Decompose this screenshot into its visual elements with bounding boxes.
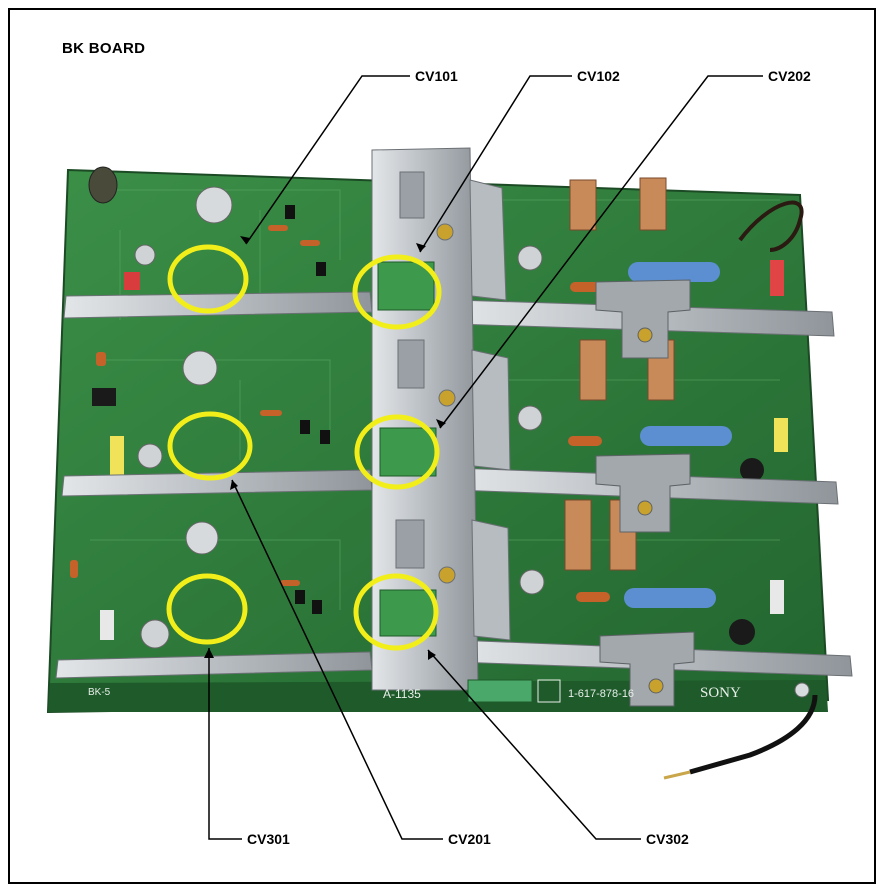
callout-cv202: CV202 bbox=[768, 68, 811, 84]
leader-cv301 bbox=[208, 648, 242, 840]
components-right bbox=[517, 177, 818, 780]
leader-cv201 bbox=[231, 479, 443, 840]
ring-cv202 bbox=[354, 414, 440, 490]
leader-cv101 bbox=[245, 75, 410, 245]
marking-a: A-1135 bbox=[383, 687, 421, 701]
marking-board: BK-5 bbox=[88, 687, 111, 698]
figure-title: BK BOARD bbox=[62, 40, 146, 57]
callout-cv102: CV102 bbox=[577, 68, 620, 84]
ring-cv302 bbox=[353, 573, 439, 651]
callout-cv101: CV101 bbox=[415, 68, 458, 84]
ring-cv201 bbox=[167, 411, 253, 481]
ring-cv301 bbox=[166, 573, 248, 645]
arrowheads bbox=[204, 236, 446, 660]
ring-cv101 bbox=[167, 244, 249, 314]
leader-cv202 bbox=[439, 75, 763, 429]
marking-part-number: 1-617-878-16 bbox=[568, 688, 634, 700]
mount-screw bbox=[794, 682, 810, 698]
clamp-brackets bbox=[595, 279, 695, 707]
leader-cv302 bbox=[427, 649, 641, 840]
leader-cv102 bbox=[419, 75, 572, 253]
callout-cv301: CV301 bbox=[247, 831, 290, 847]
marking-brand: SONY bbox=[700, 685, 741, 701]
label-sticker bbox=[467, 679, 533, 703]
callout-cv302: CV302 bbox=[646, 831, 689, 847]
board-markings: 1-617-878-16 A-1135 SONY BK-5 bbox=[88, 685, 741, 701]
components-left bbox=[70, 166, 330, 649]
ring-cv102 bbox=[352, 254, 442, 330]
trimmer-pads bbox=[377, 261, 437, 637]
callout-cv201: CV201 bbox=[448, 831, 491, 847]
label-box bbox=[537, 679, 561, 703]
leader-lines bbox=[208, 75, 763, 840]
highlight-rings bbox=[166, 244, 442, 651]
